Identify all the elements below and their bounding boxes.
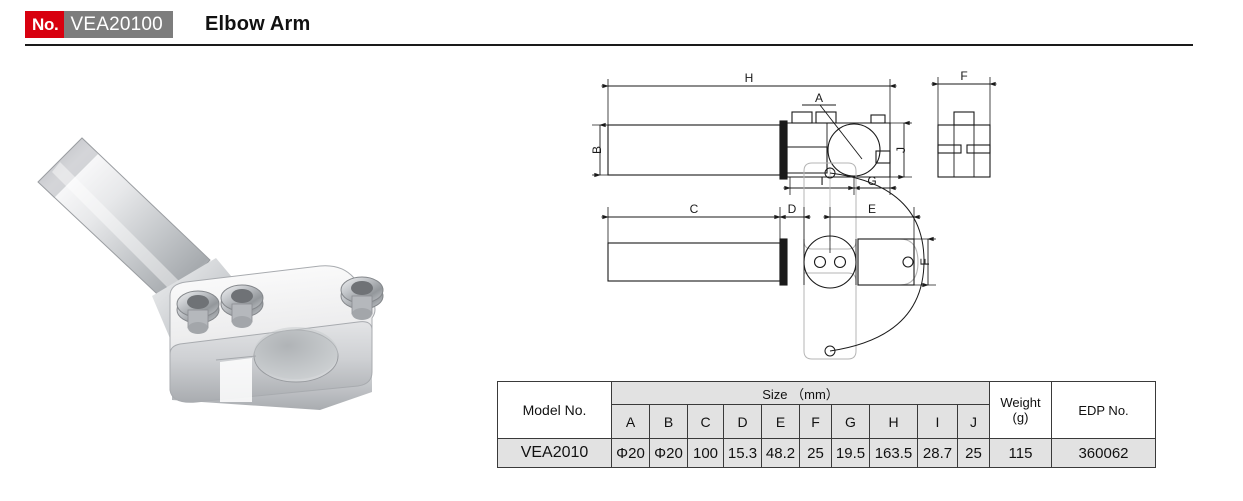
no-badge: No. bbox=[25, 11, 65, 38]
header-dim-b: B bbox=[649, 404, 688, 439]
header-dim-d: D bbox=[723, 404, 762, 439]
header-dim-c: C bbox=[687, 404, 724, 439]
dim-label-F-end: F bbox=[960, 69, 967, 83]
header-size-group: Size （mm） bbox=[611, 381, 990, 405]
header-dim-a: A bbox=[611, 404, 650, 439]
dim-label-I: I bbox=[820, 174, 823, 188]
header-weight-line1: Weight bbox=[1000, 395, 1041, 410]
table-row: VEA2010 Φ20 Φ20 100 15.3 48.2 25 19.5 16… bbox=[497, 438, 1156, 468]
model-code-badge: VEA20100 bbox=[64, 11, 173, 38]
page-title: Elbow Arm bbox=[205, 13, 311, 35]
page-header: No. VEA20100 Elbow Arm bbox=[0, 0, 1243, 54]
photo-bolts bbox=[176, 276, 384, 334]
dim-label-G: G bbox=[867, 174, 876, 188]
technical-drawing-svg: H A I G F C D E B J F bbox=[590, 69, 998, 360]
header-dim-j: J bbox=[957, 404, 990, 439]
cell-dim-e: 48.2 bbox=[761, 438, 800, 468]
cell-dim-c: 100 bbox=[687, 438, 724, 468]
table-header-row-1: Model No. Size （mm） Weight (g) EDP No. bbox=[497, 381, 1156, 439]
cell-dim-f: 25 bbox=[799, 438, 832, 468]
cell-dim-j: 25 bbox=[957, 438, 990, 468]
header-dim-e: E bbox=[761, 404, 800, 439]
photo-tube-arm bbox=[37, 137, 211, 307]
cell-dim-b: Φ20 bbox=[649, 438, 688, 468]
table-header-row-2: A B C D E F G H I J bbox=[498, 404, 1156, 439]
header-divider bbox=[25, 44, 1193, 46]
dim-label-H: H bbox=[745, 71, 754, 85]
dim-label-C: C bbox=[690, 202, 699, 216]
header-weight-line2: (g) bbox=[1012, 410, 1029, 425]
header-model-no: Model No. bbox=[497, 381, 612, 439]
header-dim-g: G bbox=[831, 404, 870, 439]
end-view bbox=[930, 77, 998, 178]
product-photo-illustration bbox=[37, 137, 384, 410]
side-view bbox=[592, 79, 912, 195]
cell-model-no: VEA2010 bbox=[497, 438, 612, 468]
header-dim-h: H bbox=[869, 404, 918, 439]
dim-label-F-top: F bbox=[918, 258, 932, 265]
technical-drawing: H A I G F C D E B J F bbox=[540, 55, 1080, 375]
cell-edp-no: 360062 bbox=[1051, 438, 1156, 468]
cell-dim-a: Φ20 bbox=[611, 438, 650, 468]
spec-table: Model No. Size （mm） Weight (g) EDP No. A… bbox=[497, 381, 1156, 468]
cell-dim-i: 28.7 bbox=[917, 438, 958, 468]
cell-dim-h: 163.5 bbox=[869, 438, 918, 468]
dim-label-D: D bbox=[788, 202, 797, 216]
dim-label-E: E bbox=[868, 202, 876, 216]
dim-label-J: J bbox=[894, 147, 908, 153]
header-edp-no: EDP No. bbox=[1051, 381, 1156, 439]
header-dim-i: I bbox=[917, 404, 958, 439]
title-block: No. VEA20100 bbox=[25, 11, 173, 38]
header-dim-f: F bbox=[799, 404, 832, 439]
cell-dim-g: 19.5 bbox=[831, 438, 870, 468]
specification-table: Model No. Size （mm） Weight (g) EDP No. A… bbox=[497, 381, 1156, 468]
top-view bbox=[600, 162, 936, 360]
dim-label-B: B bbox=[590, 146, 604, 154]
product-photo bbox=[20, 110, 440, 410]
dim-label-A: A bbox=[815, 91, 823, 105]
cell-dim-d: 15.3 bbox=[723, 438, 762, 468]
header-weight: Weight (g) bbox=[989, 381, 1052, 439]
cell-weight: 115 bbox=[989, 438, 1052, 468]
